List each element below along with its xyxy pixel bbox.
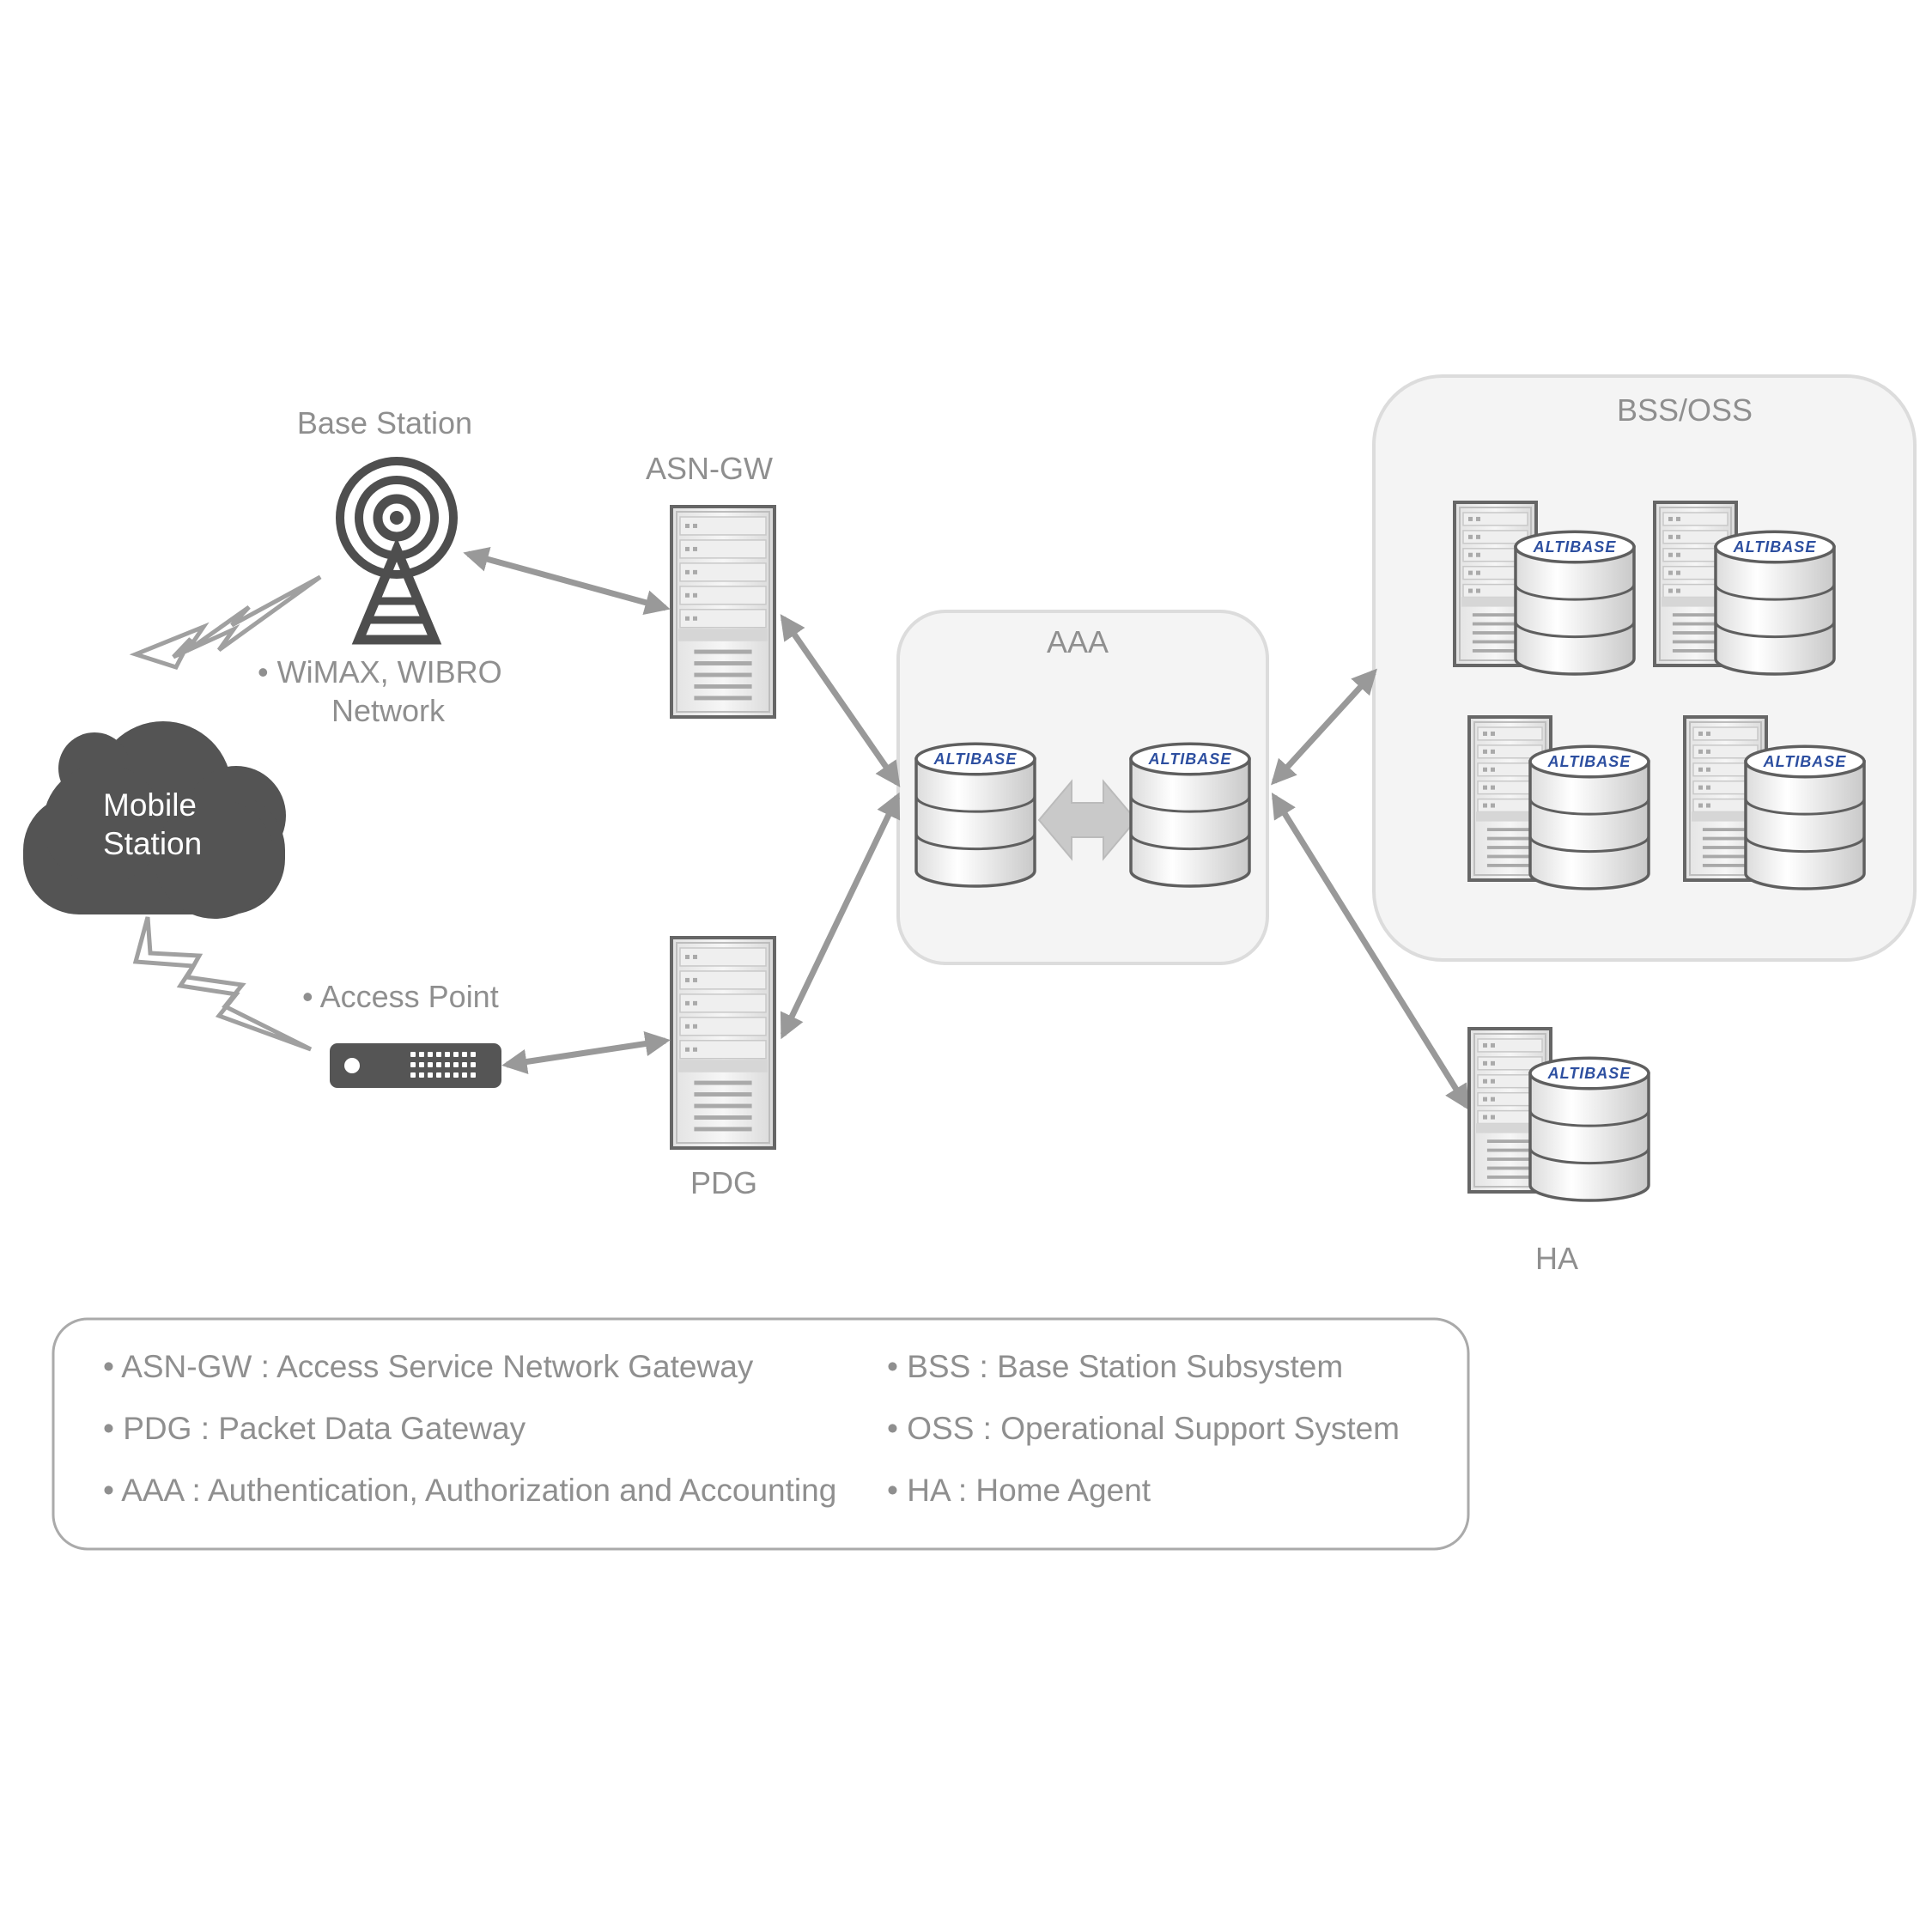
ha-label: HA: [1535, 1241, 1578, 1276]
aaa-database-icon: ALTIBASE: [1129, 742, 1251, 888]
svg-text:ALTIBASE: ALTIBASE: [1148, 750, 1232, 768]
base-station-label: Base Station: [297, 405, 472, 440]
wimax-network-label-line1: • WiMAX, WIBRO: [258, 654, 502, 690]
legend-item: • HA : Home Agent: [887, 1473, 1151, 1508]
mobile-station-label-line1: Mobile: [103, 787, 197, 823]
svg-text:ALTIBASE: ALTIBASE: [1733, 538, 1817, 556]
aaa-database-icon: ALTIBASE: [914, 742, 1036, 888]
mobile-station-cloud-icon: [23, 721, 286, 919]
pdg-server-icon: [670, 936, 776, 1150]
svg-text:ALTIBASE: ALTIBASE: [933, 750, 1018, 768]
mobile-station-label-line2: Station: [103, 826, 202, 861]
arrow-asn-gw-aaa: [780, 614, 901, 787]
arrow-base-station-asn-gw: [463, 547, 671, 615]
legend-panel: [52, 1317, 1470, 1551]
asn-gw-server-icon: [670, 505, 776, 719]
legend-item: • AAA : Authentication, Authorization an…: [103, 1473, 836, 1508]
connector-arrows: [463, 547, 1470, 1110]
aaa-label: AAA: [1047, 624, 1109, 659]
legend-item: • OSS : Operational Support System: [887, 1411, 1400, 1446]
lightning-bolt-icon: [132, 916, 313, 1052]
arrow-access-point-pdg: [501, 1030, 671, 1075]
ha-server-database-icon: ALTIBASE: [1467, 1027, 1650, 1202]
bss-oss-server-database-icon: ALTIBASE: [1653, 501, 1836, 676]
arrow-aaa-ha: [1271, 793, 1470, 1110]
asn-gw-label: ASN-GW: [646, 451, 773, 486]
legend-item: • BSS : Base Station Subsystem: [887, 1349, 1343, 1384]
svg-text:ALTIBASE: ALTIBASE: [1533, 538, 1617, 556]
legend-item: • ASN-GW : Access Service Network Gatewa…: [103, 1349, 754, 1384]
bss-oss-server-database-icon: ALTIBASE: [1683, 715, 1866, 890]
arrow-pdg-aaa: [780, 792, 901, 1040]
bss-oss-server-database-icon: ALTIBASE: [1453, 501, 1636, 676]
access-point-device-icon: [330, 1043, 501, 1088]
bss-oss-label: BSS/OSS: [1617, 392, 1753, 428]
access-point-label: • Access Point: [302, 979, 499, 1014]
arrow-aaa-bss-oss: [1271, 668, 1377, 786]
svg-text:ALTIBASE: ALTIBASE: [1547, 1065, 1631, 1082]
wimax-network-label-line2: Network: [331, 693, 446, 728]
svg-text:ALTIBASE: ALTIBASE: [1547, 753, 1631, 770]
legend-item: • PDG : Packet Data Gateway: [103, 1411, 526, 1446]
lightning-bolt-icon: [129, 574, 322, 671]
bss-oss-server-database-icon: ALTIBASE: [1467, 715, 1650, 890]
base-station-tower-icon: [336, 457, 458, 645]
base-station-hub-icon: [390, 511, 404, 525]
svg-text:ALTIBASE: ALTIBASE: [1763, 753, 1847, 770]
pdg-label: PDG: [690, 1165, 757, 1200]
